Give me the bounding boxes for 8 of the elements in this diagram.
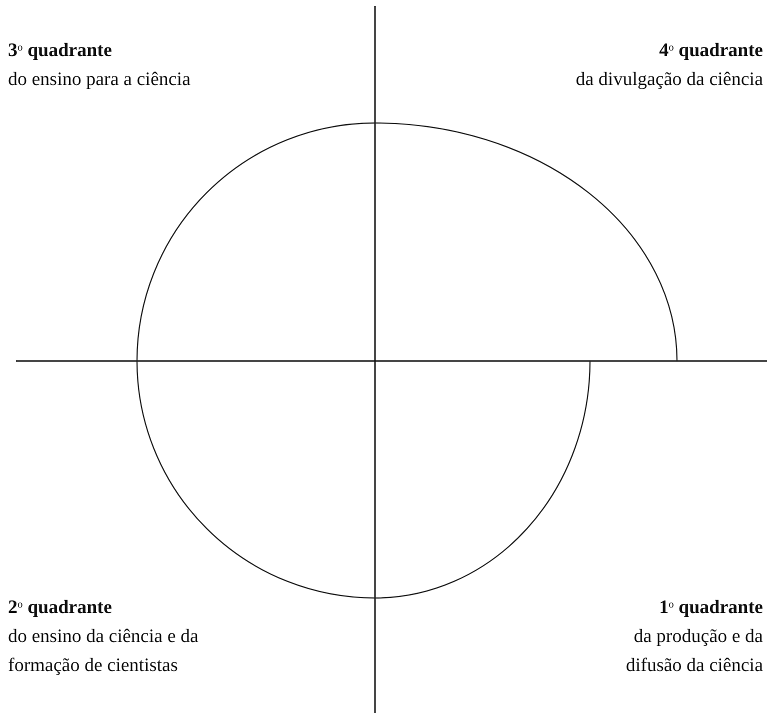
- quadrant-heading: 2$^{o}$ quadrante: [8, 596, 112, 620]
- quadrant-heading: 4$^{o}$ quadrante: [659, 39, 763, 63]
- quadrant-description: do ensino da ciência e da formação de cientistas: [8, 625, 200, 678]
- quadrant-description: da divulgação da ciência: [576, 68, 763, 92]
- quadrant-heading: 1$^{o}$ quadrante: [659, 596, 763, 620]
- quadrant-description: do ensino para a ciência: [8, 68, 191, 92]
- quadrant-heading: 3$^{o}$ quadrante: [8, 39, 112, 63]
- quadrant-description: da produção e da difusão da ciência: [624, 625, 763, 678]
